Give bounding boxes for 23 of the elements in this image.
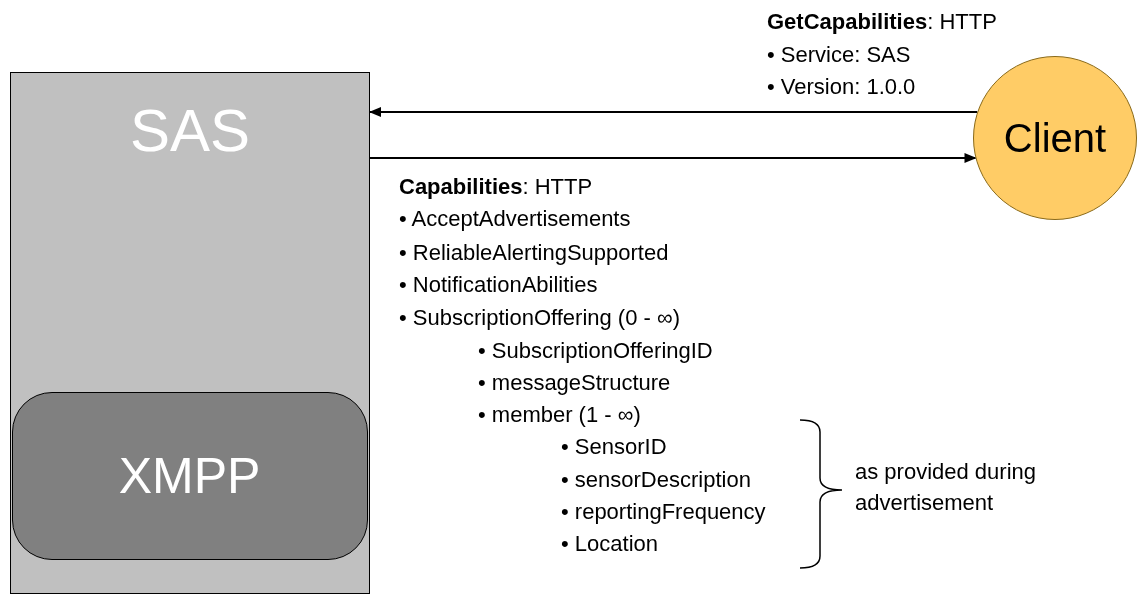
list-item: • SubscriptionOffering (0 - ∞) xyxy=(399,305,680,331)
list-item: • SubscriptionOfferingID xyxy=(478,338,713,364)
list-item: • member (1 - ∞) xyxy=(478,402,641,428)
list-item: • messageStructure xyxy=(478,370,671,396)
list-item: • Service: SAS xyxy=(767,42,911,68)
node-title: XMPP xyxy=(118,450,261,501)
list-item: • reportingFrequency xyxy=(561,499,766,525)
list-item: • Location xyxy=(561,531,658,557)
edge-label: GetCapabilities: HTTP xyxy=(767,9,997,35)
node-title: Client xyxy=(1003,118,1107,158)
service-box xyxy=(10,72,370,594)
list-item: • sensorDescription xyxy=(561,467,751,493)
arrow xyxy=(369,153,977,163)
list-item: • SensorID xyxy=(561,434,667,460)
list-item: • Version: 1.0.0 xyxy=(767,74,916,100)
list-item: • AcceptAdvertisements xyxy=(399,206,631,232)
arrow xyxy=(369,107,979,117)
node-title: SAS xyxy=(129,101,251,161)
list-item: • NotificationAbilities xyxy=(399,272,598,298)
component-box xyxy=(11,391,368,560)
note: as provided during advertisement xyxy=(855,458,1037,517)
list-item: • ReliableAlertingSupported xyxy=(399,240,669,266)
edge-label: Capabilities: HTTP xyxy=(399,174,593,200)
